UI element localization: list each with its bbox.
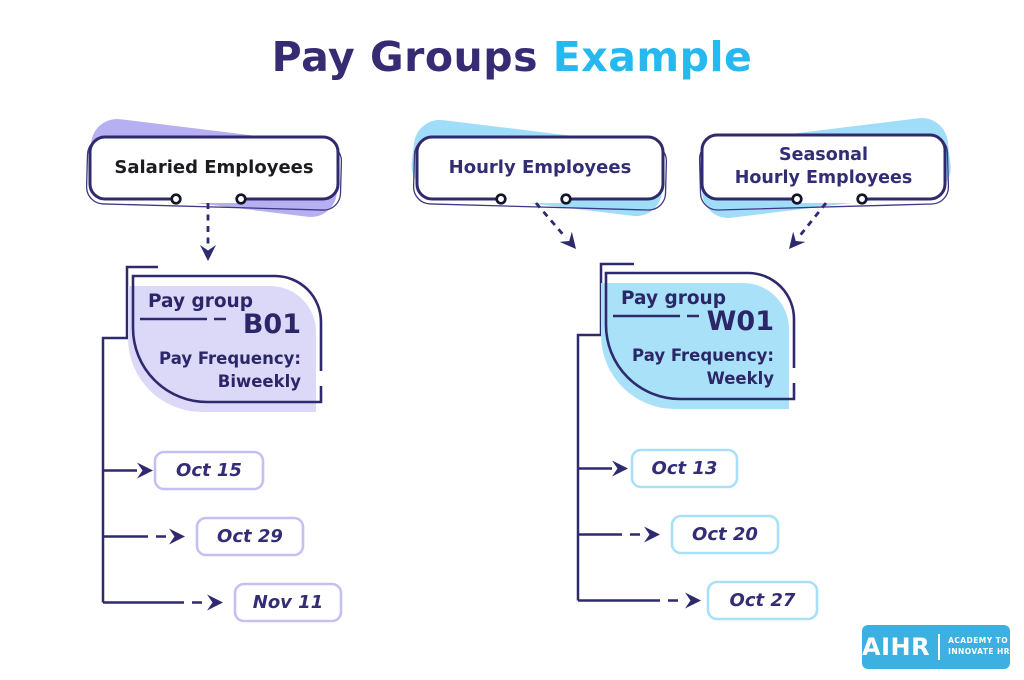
seasonal-to-w01-arrow [796,202,828,239]
pay-group-card-b01 [128,274,323,412]
page-title: Pay Groups Example [0,33,1024,81]
connector-ring [560,193,572,205]
arrowhead-icon [207,594,223,611]
w01-pay-date: Oct 27 [729,590,796,611]
salaried-employees-label: Salaried Employees [114,157,314,178]
arrowhead-icon [685,592,701,609]
b01-frequency-label: Pay Frequency: [159,349,301,368]
b01-pay-date: Oct 15 [176,460,242,481]
w01-heading: Pay group [621,288,726,309]
b01-frequency-value: Biweekly [217,372,301,391]
b01-date-box-2 [195,516,305,557]
salaried-border-gap [178,195,239,203]
logo-divider [938,634,941,660]
w01-card-outline [604,271,796,401]
connector-ring [235,193,247,205]
connector-ring [791,193,803,205]
w01-pay-date: Oct 13 [651,458,718,479]
w01-code: W01 [706,306,774,337]
seasonal-employees-label: Seasonal Hourly Employees [702,135,945,199]
b01-date-box-1 [153,450,265,491]
arrowhead-icon [169,528,185,545]
arrowhead-icon [200,245,216,261]
b01-code: B01 [242,309,301,340]
hourly-to-w01-arrow [534,202,568,239]
hourly-employees-label: Hourly Employees [448,157,632,178]
tagline-line1: ACADEMY TO [948,636,1009,646]
arrowhead-icon [644,526,660,543]
seasonal-label-line2: Hourly Employees [734,168,913,188]
b01-date-box-3 [233,582,343,623]
pay-group-card-w01 [601,271,796,409]
arrowhead-icon [559,231,583,255]
w01-date-box-3 [706,580,819,621]
hourly-border-gap [503,195,564,203]
aihr-logo-tagline: ACADEMY TO INNOVATE HR [948,636,1010,658]
aihr-logo-brand: AIHR [862,633,931,661]
b01-heading: Pay group [148,291,253,312]
tagline-line2: INNOVATE HR [948,647,1010,656]
title-main: Pay Groups [271,33,538,81]
w01-frequency-value: Weekly [706,369,774,388]
arrowhead-icon [612,460,628,477]
w01-card-fill [601,283,789,409]
w01-pay-date: Oct 20 [692,524,758,545]
connector-ring [856,193,868,205]
b01-pay-date: Nov 11 [252,592,324,613]
w01-date-box-2 [670,514,780,555]
aihr-logo: AIHR ACADEMY TO INNOVATE HR [862,625,1010,669]
title-highlight: Example [552,33,753,81]
b01-card-outline [131,274,323,404]
b01-bracket-trunk [101,265,158,603]
w01-frequency-label: Pay Frequency: [632,346,774,365]
b01-card-fill [128,286,316,412]
b01-pay-date: Oct 29 [217,526,283,547]
connector-ring [170,193,182,205]
arrowhead-icon [137,462,153,479]
seasonal-border-gap [799,195,860,203]
w01-date-box-1 [630,448,739,489]
connector-ring [495,193,507,205]
seasonal-label-line1: Seasonal [779,144,868,165]
